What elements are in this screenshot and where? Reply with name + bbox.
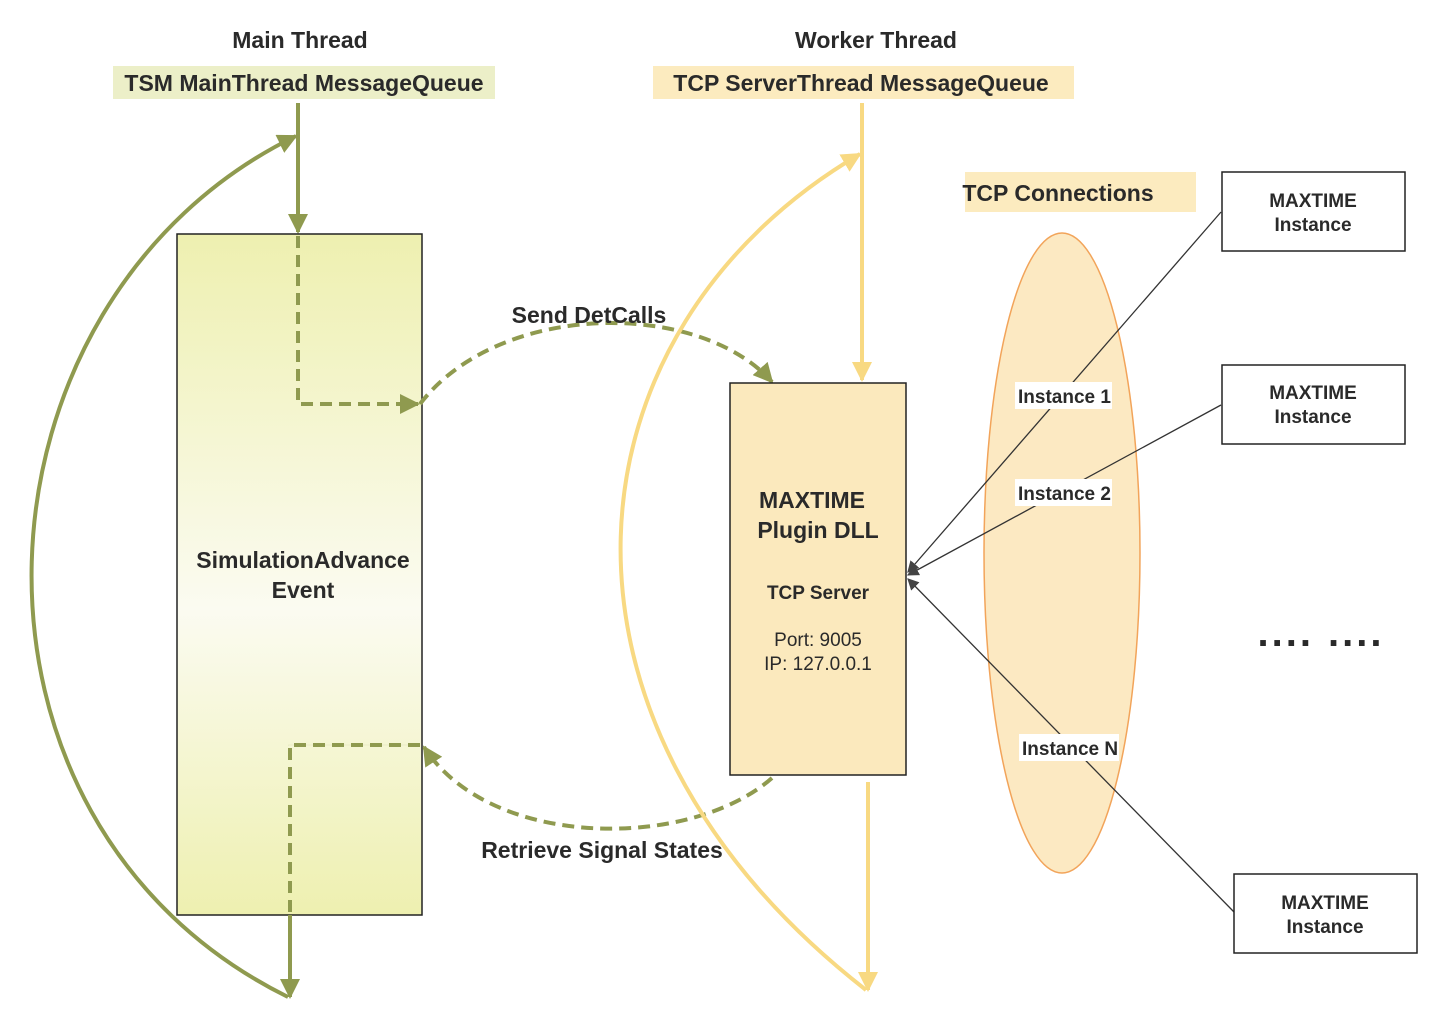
tcp-server-label: TCP Server	[767, 583, 870, 604]
tcp-connections-background	[965, 172, 1196, 212]
instance-n-label: Instance N	[1022, 739, 1118, 760]
retrieve-signal-states-arc	[422, 745, 774, 831]
send-internal-path	[296, 236, 420, 414]
instance-1-label-bg	[1015, 382, 1112, 409]
main-loop-arc	[29, 134, 298, 999]
main-queue-background	[113, 66, 495, 99]
maxtime-instance-2-line-1: MAXTIME	[1269, 383, 1357, 404]
instance-1-label: Instance 1	[1018, 387, 1111, 408]
maxtime-instance-n-line-1: MAXTIME	[1281, 893, 1369, 914]
send-detcalls-label: Send DetCalls	[512, 302, 667, 328]
send-detcalls-arc	[418, 321, 774, 406]
main-thread-header: Main Thread	[232, 27, 367, 53]
tcp-connections-ellipse	[983, 232, 1141, 874]
maxtime-instance-1-line-1: MAXTIME	[1269, 191, 1357, 212]
instance-2-label: Instance 2	[1018, 484, 1111, 505]
maxtime-instance-2-line-2: Instance	[1274, 407, 1351, 428]
event-box-line-2: Event	[272, 577, 335, 603]
instance-n-label-bg	[1019, 734, 1119, 761]
maxtime-instance-box-1	[1221, 171, 1406, 252]
more-instances-ellipsis: .... ....	[1257, 611, 1384, 655]
retrieve-signal-states-label: Retrieve Signal States	[481, 837, 723, 863]
instance-2-label-bg	[1015, 479, 1112, 506]
plugin-title-line-1: MAXTIME	[759, 487, 865, 513]
worker-queue-label: TCP ServerThread MessageQueue	[673, 70, 1048, 96]
worker-loop-arc	[618, 152, 868, 992]
port-label: Port: 9005	[774, 630, 862, 651]
maxtime-instance-box-2	[1221, 364, 1406, 445]
maxtime-instance-1-line-2: Instance	[1274, 215, 1351, 236]
simulation-advance-event-box	[176, 233, 423, 916]
main-queue-label: TSM MainThread MessageQueue	[124, 70, 483, 96]
event-box-line-1: SimulationAdvance	[196, 547, 409, 573]
plugin-title-line-2: Plugin DLL	[757, 517, 878, 543]
worker-queue-background	[653, 66, 1074, 99]
plugin-dll-box	[729, 382, 907, 776]
tcp-connections-label: TCP Connections	[962, 180, 1153, 206]
ip-label: IP: 127.0.0.1	[764, 654, 872, 675]
maxtime-instance-n-line-2: Instance	[1286, 917, 1363, 938]
worker-thread-header: Worker Thread	[795, 27, 957, 53]
maxtime-instance-box-n	[1233, 873, 1418, 954]
